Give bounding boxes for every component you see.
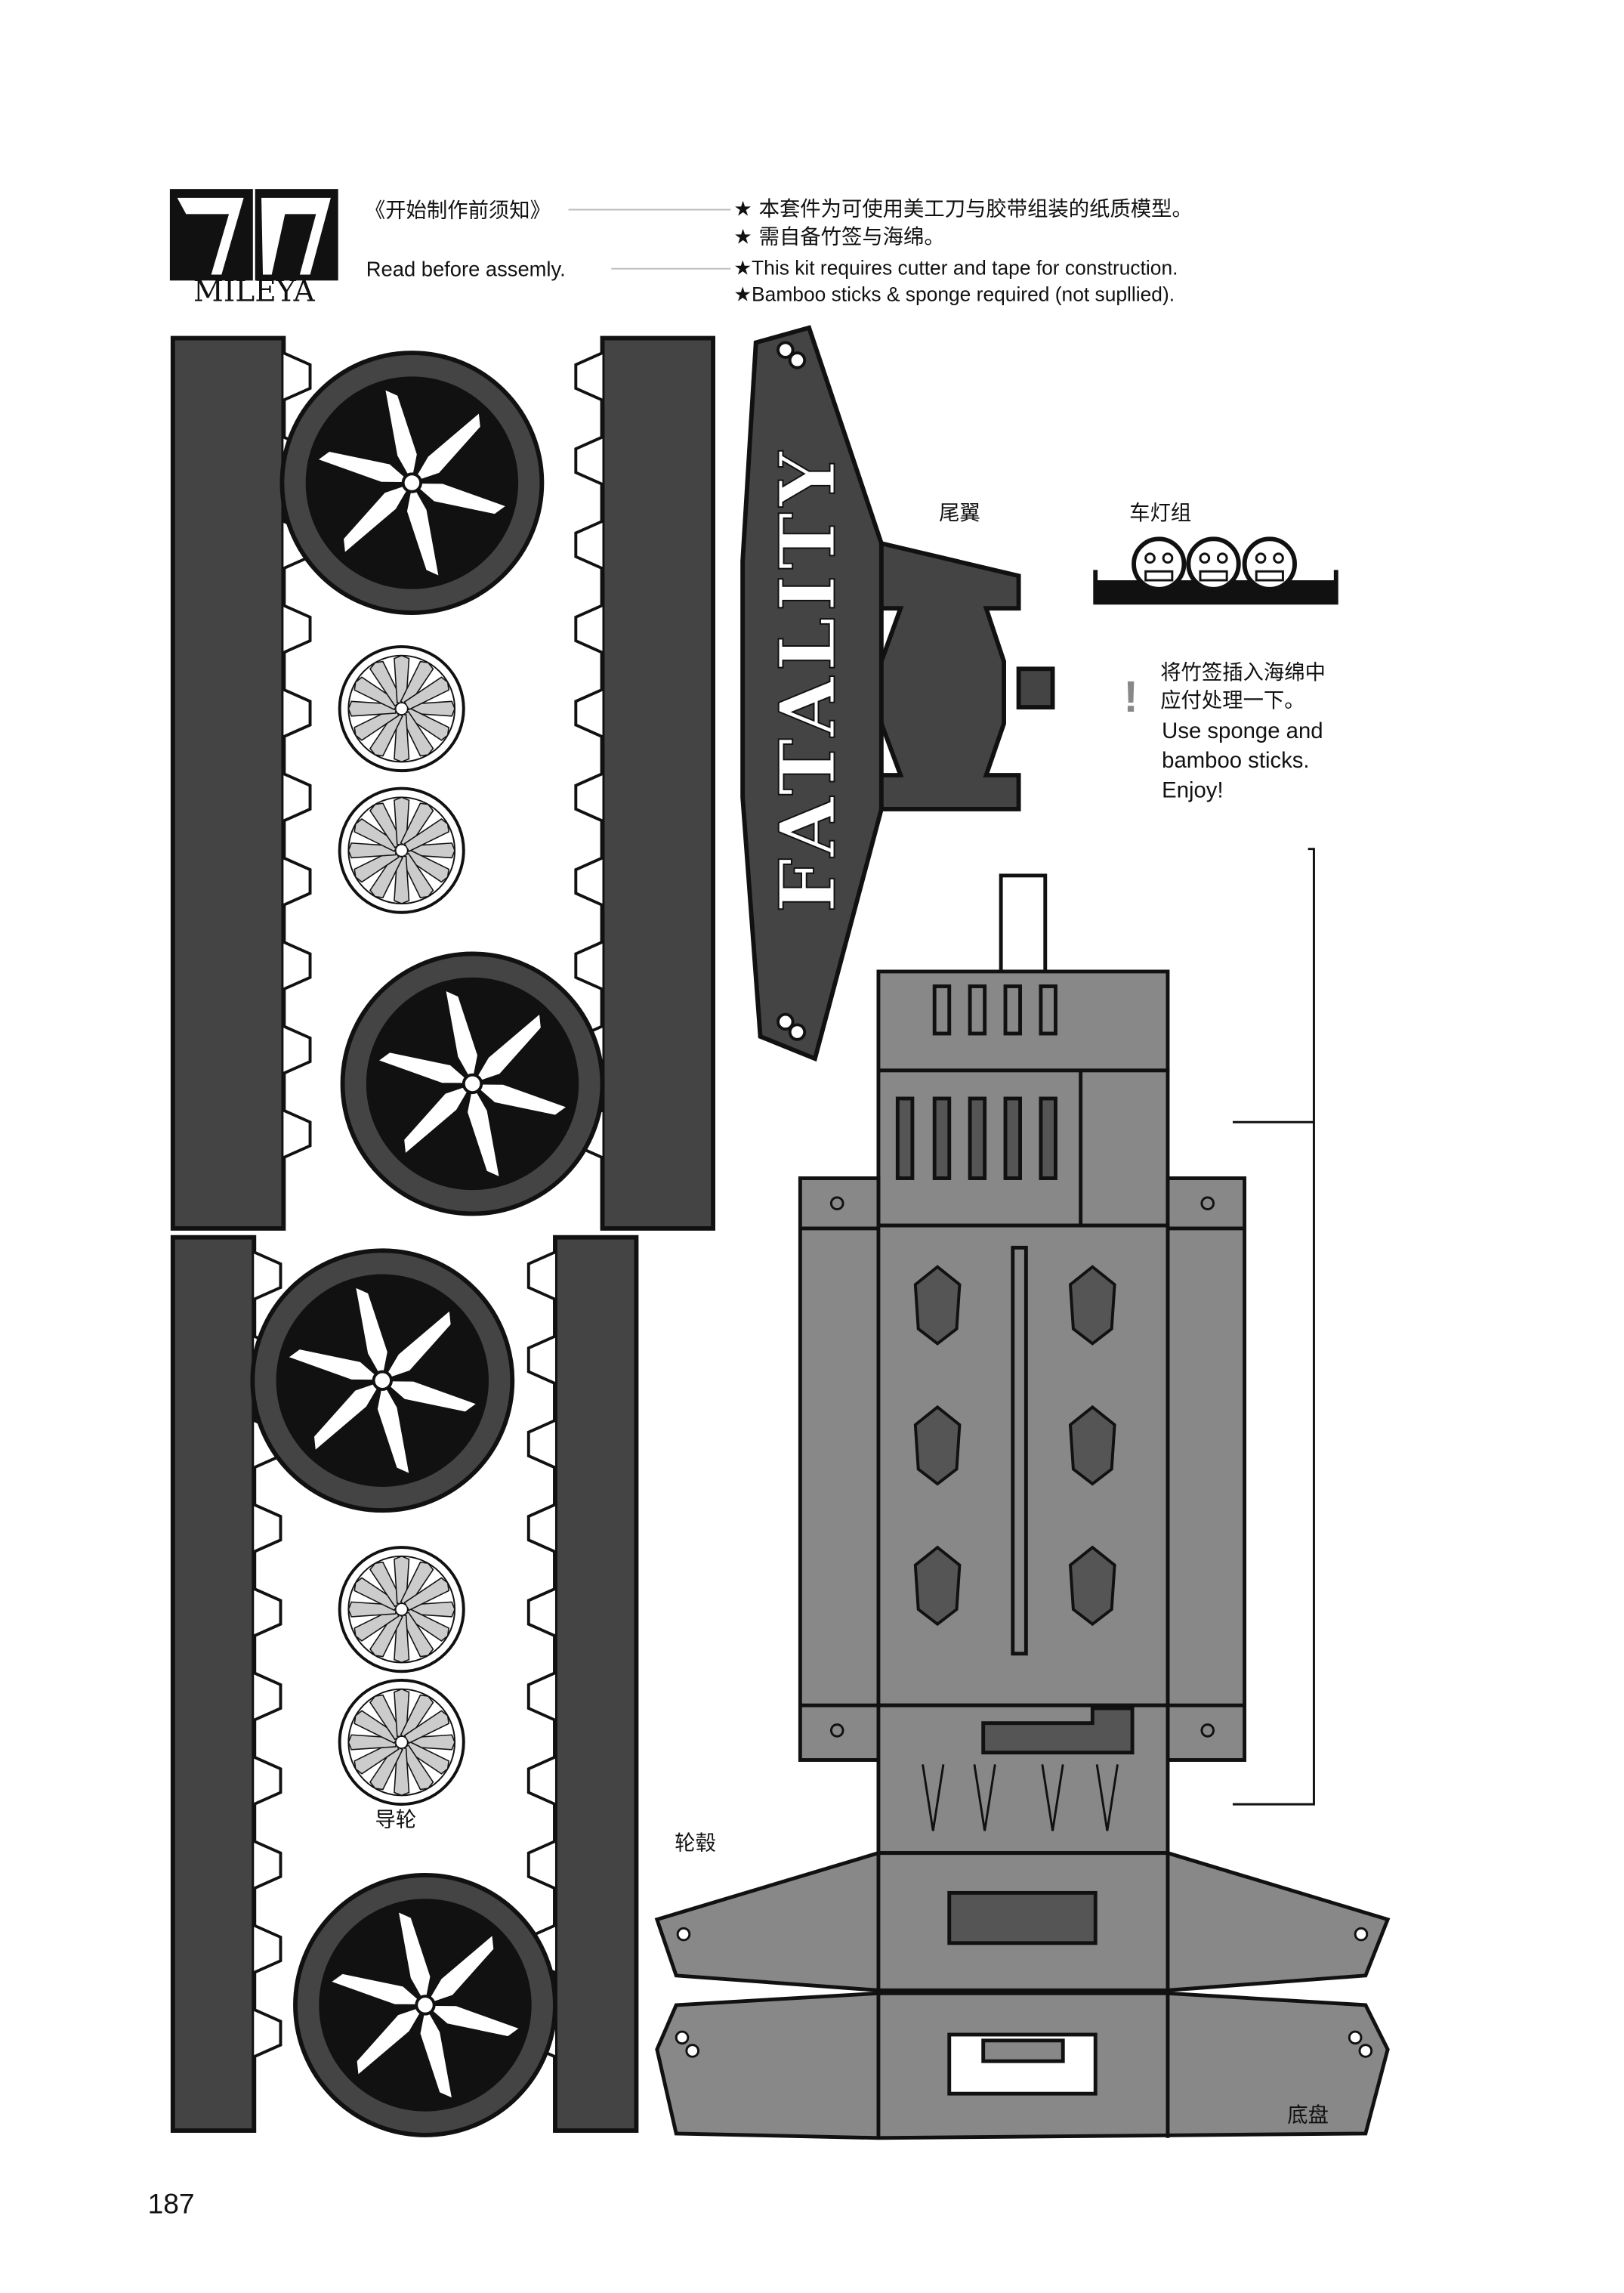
- label-tail-wing: 尾翼: [939, 502, 980, 525]
- wheel-blade: [329, 1972, 428, 2006]
- track-strip: [600, 335, 715, 1231]
- wheel-blade: [315, 450, 415, 484]
- wheel-center: [415, 1995, 436, 2016]
- guide-wheel: [338, 786, 465, 914]
- guide-wheel-spoke: [403, 1577, 449, 1612]
- guide-wheel-spoke: [403, 676, 449, 711]
- note-3: ★This kit requires cutter and tape for c…: [733, 256, 1178, 279]
- wheel-blade: [409, 482, 508, 516]
- wheel-blade: [375, 1051, 475, 1085]
- guide-wheel: [338, 1679, 465, 1806]
- wheels: [250, 351, 605, 2137]
- notice-cn: 《开始制作前须知》: [365, 199, 551, 222]
- chassis: [654, 873, 1391, 2140]
- wheel-center: [462, 1073, 483, 1095]
- wheel-blade: [471, 1012, 542, 1086]
- wheel-blade: [380, 1380, 479, 1414]
- fatality-wing: FATALITY: [740, 325, 1055, 1062]
- bracket-line: [1232, 848, 1315, 1806]
- face-light-icon: [1242, 536, 1297, 592]
- track-strip: [553, 1235, 639, 2133]
- page-number: 187: [148, 2187, 195, 2219]
- wheel-blade: [466, 1081, 502, 1179]
- wheel-center: [401, 472, 423, 493]
- wheel-blade: [410, 410, 482, 484]
- note-1: ★ 本套件为可使用美工刀与胶带组装的纸质模型。: [733, 197, 1192, 221]
- wheel-blade: [397, 1910, 432, 2007]
- exclamation-icon: !: [1123, 672, 1138, 722]
- wheel-blade: [286, 1348, 384, 1382]
- label-guide-wheel: 导轮: [375, 1808, 417, 1831]
- logo-text: MILEYA: [193, 275, 316, 309]
- notice-en: Read before assemly.: [366, 257, 566, 280]
- wheel-blade: [418, 2003, 454, 2100]
- wheel-blade: [375, 1378, 411, 1476]
- label-light-group: 车灯组: [1129, 502, 1191, 525]
- wheel-blade: [381, 1308, 452, 1383]
- wheel-center: [372, 1370, 393, 1391]
- track-tab: [526, 1250, 556, 2059]
- wheel-blade: [470, 1083, 570, 1117]
- label-hub: 轮毂: [675, 1832, 716, 1856]
- track-strips: [170, 335, 715, 2133]
- wheel-blade: [383, 388, 418, 485]
- mileya-logo: MILEYA: [169, 189, 338, 309]
- tip-line: bamboo sticks.: [1162, 748, 1309, 773]
- guide-wheel: [338, 645, 465, 773]
- tip-line: 将竹签插入海绵中: [1160, 661, 1326, 685]
- track-strip: [170, 335, 286, 1231]
- guide-wheel-spoke: [403, 818, 449, 852]
- tip-line: Use sponge and: [1162, 718, 1323, 743]
- wheel-blade: [423, 2004, 522, 2038]
- track-strip: [170, 1235, 257, 2133]
- note-4: ★Bamboo sticks & sponge required (not su…: [733, 283, 1175, 306]
- wheel-blade: [342, 481, 414, 555]
- guide-wheel: [338, 1546, 465, 1673]
- wheel-blade: [405, 481, 440, 578]
- face-light-icon: [1132, 536, 1187, 592]
- tip-line: Enjoy!: [1162, 777, 1223, 802]
- wheel-blade: [312, 1379, 384, 1453]
- wheel-blade: [423, 1933, 496, 2007]
- note-2: ★ 需自备竹签与海绵。: [733, 225, 944, 249]
- wheel-blade: [403, 1082, 474, 1156]
- tip-line: 应付处理一下。: [1160, 689, 1304, 712]
- wheel-blade: [443, 988, 479, 1086]
- face-light-icon: [1186, 536, 1241, 592]
- wheel-blade: [355, 2004, 428, 2078]
- wing-text: FATALITY: [762, 446, 852, 913]
- headlight-group: [1093, 536, 1338, 605]
- wheel-blade: [354, 1285, 389, 1383]
- label-chassis: 底盘: [1287, 2103, 1329, 2127]
- guide-wheel-spoke: [403, 1710, 449, 1744]
